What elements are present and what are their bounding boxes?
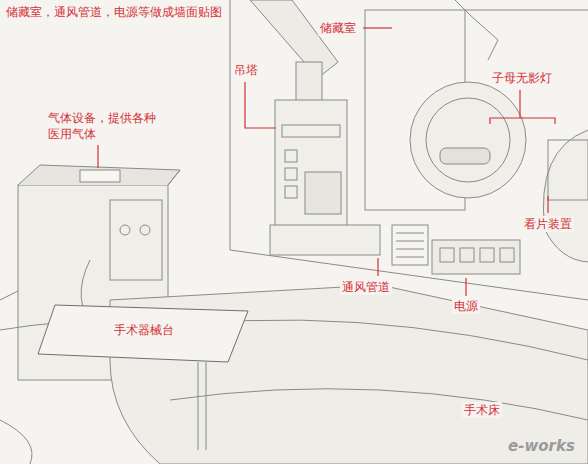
socket [500, 248, 514, 262]
main-lamp-ring [426, 98, 510, 182]
callout-label: 储藏室 [318, 20, 358, 36]
socket [285, 168, 297, 180]
monitor [305, 172, 341, 214]
callout-label: 看片装置 [522, 216, 574, 232]
power-panel [432, 240, 520, 274]
leader-bracket [490, 118, 555, 124]
lamp-arm [455, 0, 498, 60]
callout-label: 吊塔 [232, 62, 260, 78]
callout-label: 通风管道 [340, 279, 392, 295]
instrument-tray [38, 305, 248, 362]
socket [440, 248, 454, 262]
pendant-column [296, 62, 322, 102]
socket [285, 186, 297, 198]
second-lamp [543, 130, 588, 262]
leader-line [519, 90, 520, 118]
main-lamp [410, 82, 526, 198]
leader-line [547, 196, 548, 213]
wall-corner [230, 0, 231, 250]
callout-label: 手术床 [462, 402, 502, 418]
film-viewer [548, 140, 588, 200]
vent [392, 225, 428, 265]
pendant-shelf [282, 125, 340, 137]
callout-label: 气体设备，提供各种医用气体 [46, 110, 164, 142]
pendant-base [270, 225, 380, 255]
tray-leg [198, 362, 199, 450]
leader-line [465, 278, 466, 296]
leader-line [377, 258, 378, 276]
leader-line [245, 82, 276, 128]
callout-label: 电源 [452, 298, 480, 314]
pendant-arm [250, 0, 338, 78]
leader-line [363, 27, 392, 28]
leader-line [97, 145, 98, 168]
lamp-handle [440, 148, 490, 164]
note-label: 储藏室，通风管道，电源等做成墙面贴图 [4, 4, 224, 20]
watermark: e-works [506, 436, 577, 456]
callout-label: 子母无影灯 [490, 70, 554, 86]
socket [285, 150, 297, 162]
gas-panel [110, 200, 162, 280]
socket [460, 248, 474, 262]
callout-label: 手术器械台 [112, 322, 176, 338]
storage-panel-top [465, 10, 588, 11]
socket [480, 248, 494, 262]
